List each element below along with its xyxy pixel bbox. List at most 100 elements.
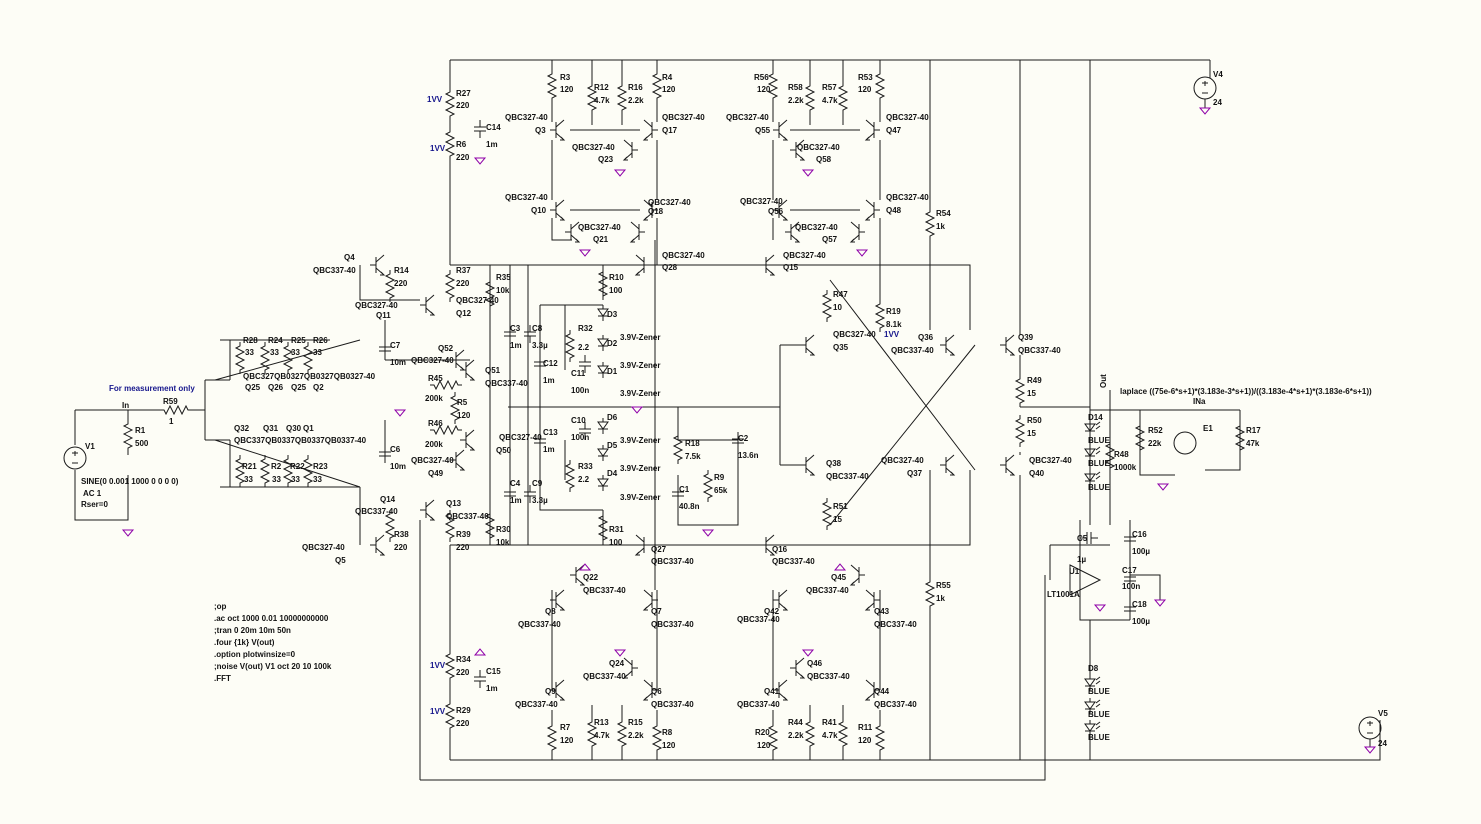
- label: Q11: [376, 311, 391, 320]
- label: C15: [486, 667, 501, 676]
- label: E1: [1203, 424, 1213, 433]
- label: Q6: [651, 687, 662, 696]
- label: QBC327QB0327QB0327QB0327-40: [243, 372, 376, 381]
- label: QBC327-40: [886, 113, 929, 122]
- label: 1µ: [1077, 555, 1086, 564]
- label: 100µ: [1132, 617, 1150, 626]
- label: QBC327-40: [578, 223, 621, 232]
- label: C1: [679, 485, 690, 494]
- label: 1VV: [884, 330, 900, 339]
- label: 33: [244, 475, 253, 484]
- label: QBC337QB0337QB0337QB0337-40: [234, 436, 367, 445]
- label: 3.3µ: [532, 341, 548, 350]
- label: QBC327-40: [499, 433, 542, 442]
- label: Q48: [886, 206, 902, 215]
- label: 15: [1027, 429, 1036, 438]
- label: BLUE: [1088, 483, 1110, 492]
- label: QBC337-40: [583, 586, 626, 595]
- out-label: Out: [1099, 374, 1108, 388]
- label: D1: [607, 367, 618, 376]
- label: QBC327-40: [833, 330, 876, 339]
- label: Q31: [263, 424, 279, 433]
- label: 15: [1027, 389, 1036, 398]
- label: 1k: [936, 222, 945, 231]
- label: 2.2k: [788, 96, 804, 105]
- label: 220: [456, 719, 470, 728]
- label: Q38: [826, 459, 842, 468]
- label: C18: [1132, 600, 1147, 609]
- label: Q14: [380, 495, 396, 504]
- label: R30: [496, 525, 511, 534]
- label: 10k: [496, 286, 510, 295]
- label: R17: [1246, 426, 1261, 435]
- label: Q2: [313, 383, 324, 392]
- label: R59: [163, 397, 178, 406]
- bottom-mirrors: [547, 563, 885, 760]
- label: Q1: [303, 424, 314, 433]
- label: QBC327-40: [648, 198, 691, 207]
- label: Q50: [496, 446, 512, 455]
- label: .FFT: [214, 674, 231, 683]
- label: C13: [543, 428, 558, 437]
- label: 220: [394, 279, 408, 288]
- label: Q28: [662, 263, 678, 272]
- label: C10: [571, 416, 586, 425]
- label: R44: [788, 718, 803, 727]
- label: Q40: [1029, 469, 1045, 478]
- label: R11: [858, 723, 873, 732]
- label: 120: [757, 85, 771, 94]
- net-label: 1VV: [430, 661, 446, 670]
- label: 100n: [571, 386, 589, 395]
- label: QBC327-40: [1029, 456, 1072, 465]
- label: V5: [1378, 709, 1388, 718]
- net-label: 1VV: [430, 707, 446, 716]
- label: 4.7k: [822, 96, 838, 105]
- label: R41: [822, 718, 837, 727]
- label: QBC337-40: [807, 672, 850, 681]
- label: C17: [1122, 566, 1137, 575]
- label: R28: [243, 336, 258, 345]
- label: R26: [313, 336, 328, 345]
- label: QBC327-40: [411, 456, 454, 465]
- label: 10k: [496, 538, 510, 547]
- label: 3.3µ: [532, 496, 548, 505]
- label: R9: [714, 473, 725, 482]
- label: 47k: [1246, 439, 1260, 448]
- label: C16: [1132, 530, 1147, 539]
- label: 1m: [486, 140, 498, 149]
- label: R14: [394, 266, 409, 275]
- label: Q44: [874, 687, 890, 696]
- label: 100: [609, 286, 623, 295]
- label: 1m: [543, 445, 555, 454]
- label: D6: [607, 413, 618, 422]
- input-stage: [63, 254, 655, 556]
- label: 2.2k: [628, 96, 644, 105]
- label: V4: [1213, 70, 1223, 79]
- label: 220: [456, 543, 470, 552]
- label: R25: [291, 336, 306, 345]
- label: R24: [268, 336, 283, 345]
- label: QBC327-40: [411, 356, 454, 365]
- label: 1000k: [1114, 463, 1137, 472]
- label: 24: [1213, 98, 1222, 107]
- label: R1: [135, 426, 146, 435]
- supply-decoupling: [445, 87, 487, 733]
- label: 1m: [510, 496, 522, 505]
- label: Q22: [583, 573, 599, 582]
- net-label: 1VV: [430, 144, 446, 153]
- label: Q26: [268, 383, 284, 392]
- label: QBC327-40: [662, 113, 705, 122]
- label: 24: [1378, 739, 1387, 748]
- label: R21: [242, 462, 257, 471]
- label: 200k: [425, 440, 443, 449]
- label: R15: [628, 718, 643, 727]
- label: C2: [738, 434, 749, 443]
- label: 1: [169, 417, 174, 426]
- output-load: [1084, 409, 1245, 491]
- supply-rails: [419, 59, 1381, 781]
- label: D2: [607, 339, 618, 348]
- label: 500: [135, 439, 149, 448]
- label: QBC327-40: [662, 251, 705, 260]
- label: Q5: [335, 556, 346, 565]
- label: U1: [1069, 567, 1080, 576]
